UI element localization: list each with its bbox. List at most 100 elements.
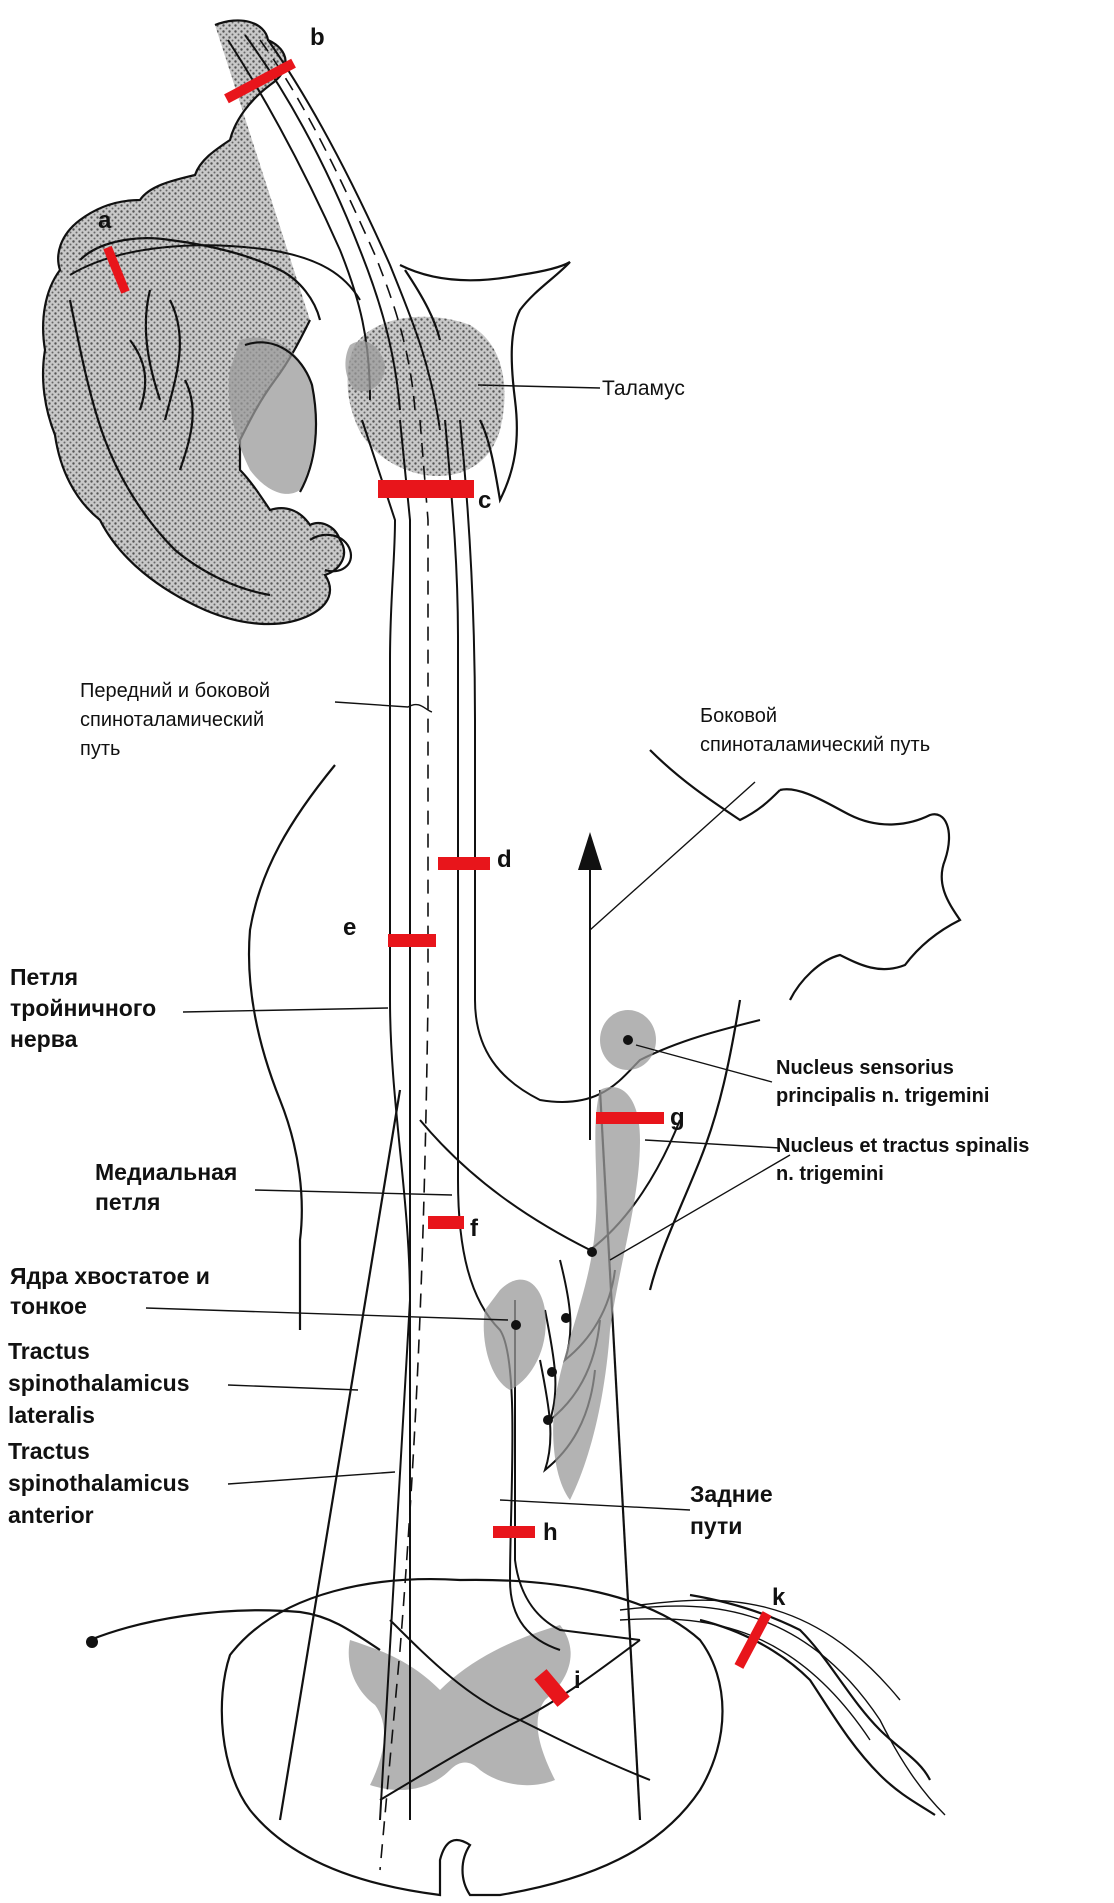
leader-gracile-nuclei bbox=[145, 1307, 509, 1321]
leader-medial-lemniscus bbox=[254, 1189, 453, 1196]
trigeminal-nerve-root bbox=[779, 788, 962, 1001]
lesion-letter-k: k bbox=[772, 1584, 786, 1611]
nucleus-tractus-spinalis bbox=[553, 1087, 640, 1500]
label-anterior-1: Tractus bbox=[8, 1438, 90, 1464]
lesion-letter-h: h bbox=[543, 1519, 558, 1546]
brainstem bbox=[247, 749, 962, 1821]
thalamocortical-tract-4 bbox=[267, 39, 441, 431]
labels: Таламус Передний и боковой спиноталамиче… bbox=[8, 377, 1029, 1539]
spinal-cord-section bbox=[86, 1578, 946, 1897]
thalamocortical-tract-3 bbox=[259, 39, 416, 411]
pons-right-outline bbox=[649, 749, 781, 822]
gracile-cuneate-nucleus bbox=[483, 1279, 546, 1390]
cerebral-hemisphere bbox=[41, 19, 353, 626]
lesions bbox=[103, 58, 772, 1707]
label-nucleus-sensorius-2: principalis n. trigemini bbox=[776, 1085, 989, 1107]
leader-spinothalamic-front bbox=[334, 701, 433, 713]
trigeminal-cell-4 bbox=[543, 1415, 553, 1425]
label-gracile-nuclei-1: Ядра хвостатое и bbox=[10, 1263, 210, 1289]
label-posterior-columns-1: Задние bbox=[690, 1481, 773, 1507]
leader-lateral-spinothalamic bbox=[589, 781, 756, 931]
nuclei bbox=[345, 341, 656, 1500]
label-spinothalamic-front-3: путь bbox=[80, 738, 120, 760]
lesion-letter-e: e bbox=[343, 914, 356, 941]
lateral-ventricle-outline bbox=[399, 261, 571, 504]
lesion-letter-g: g bbox=[670, 1104, 685, 1131]
label-trigeminal-loop-3: нерва bbox=[10, 1026, 78, 1052]
medial-lemniscus-tract bbox=[444, 419, 561, 1651]
leader-nucleus-spinalis-2 bbox=[609, 1154, 791, 1261]
medulla-right-outline bbox=[648, 999, 742, 1291]
sulcus-lines bbox=[129, 289, 194, 471]
lesion-k bbox=[734, 1611, 772, 1669]
label-trigeminal-loop-2: тройничного bbox=[10, 995, 156, 1021]
label-spinothalamic-front-1: Передний и боковой bbox=[80, 680, 270, 702]
trigeminal-cell-2 bbox=[561, 1313, 571, 1323]
lesion-d bbox=[438, 857, 490, 870]
lesion-letter-a: a bbox=[98, 207, 112, 234]
thalamocortical-tract-2 bbox=[244, 34, 401, 411]
lesion-letter-i: i bbox=[574, 1667, 581, 1694]
anterior-spinothalamic-dash bbox=[379, 419, 429, 1871]
label-lateralis-3: lateralis bbox=[8, 1402, 95, 1428]
lesion-b bbox=[224, 58, 296, 104]
inner-cortex-boundary bbox=[68, 237, 322, 597]
label-thalamus: Таламус bbox=[602, 377, 685, 400]
lesion-i bbox=[534, 1669, 570, 1707]
label-nucleus-sensorius-1: Nucleus sensorius bbox=[776, 1057, 954, 1079]
label-lateral-spinothalamic-2: спиноталамический путь bbox=[700, 734, 930, 756]
thalamus-stipple bbox=[347, 316, 505, 476]
lesion-c bbox=[378, 480, 474, 498]
leader-lateralis bbox=[227, 1384, 359, 1391]
lesion-e bbox=[388, 934, 436, 947]
lemniscus-right-branch bbox=[459, 419, 761, 1103]
lesion-letter-c: c bbox=[478, 487, 491, 514]
arrow-up-icon bbox=[578, 832, 602, 870]
lesion-letter-f: f bbox=[470, 1215, 479, 1242]
label-anterior-2: spinothalamicus bbox=[8, 1470, 189, 1496]
lesion-h bbox=[493, 1526, 535, 1538]
leader-trigeminal-loop bbox=[182, 1007, 389, 1013]
leader-nucleus-spinalis-1 bbox=[644, 1139, 781, 1149]
label-anterior-3: anterior bbox=[8, 1502, 94, 1528]
lesion-f bbox=[428, 1216, 464, 1229]
lesion-a bbox=[103, 245, 130, 294]
posterior-root-ganglion bbox=[689, 1593, 931, 1781]
pons-left-outline bbox=[247, 764, 336, 1330]
label-medial-lemniscus-2: петля bbox=[95, 1189, 160, 1215]
anterior-crossing-fibers bbox=[379, 1619, 651, 1801]
label-medial-lemniscus-1: Медиальная bbox=[95, 1159, 237, 1185]
posterior-column-tract bbox=[514, 1300, 641, 1641]
left-receptor-icon bbox=[86, 1636, 98, 1648]
peripheral-nerve-fibers bbox=[619, 1599, 946, 1816]
lesion-g bbox=[596, 1112, 664, 1124]
nucleus-sensorius-cell bbox=[623, 1035, 633, 1045]
hippocampus-curl bbox=[309, 533, 353, 573]
spinal-cord-outline bbox=[220, 1578, 724, 1897]
main-tract-left bbox=[361, 419, 412, 1821]
lentiform-outline bbox=[244, 341, 318, 493]
label-spinothalamic-front-2: спиноталамический bbox=[80, 709, 264, 731]
hemisphere-cortex bbox=[41, 19, 346, 626]
lesion-letter-d: d bbox=[497, 846, 512, 873]
label-lateralis-2: spinothalamicus bbox=[8, 1370, 189, 1396]
leader-nucleus-sensorius bbox=[635, 1044, 773, 1083]
label-trigeminal-loop-1: Петля bbox=[10, 964, 78, 990]
leader-posterior-columns bbox=[499, 1499, 691, 1511]
gracile-cell bbox=[511, 1320, 521, 1330]
ventricle-lower bbox=[404, 269, 442, 341]
trigeminal-cell-3 bbox=[547, 1367, 557, 1377]
label-posterior-columns-2: пути bbox=[690, 1513, 742, 1539]
label-lateral-spinothalamic-1: Боковой bbox=[700, 705, 777, 727]
label-lateralis-1: Tractus bbox=[8, 1338, 90, 1364]
label-nucleus-spinalis-1: Nucleus et tractus spinalis bbox=[776, 1135, 1029, 1157]
lesion-letter-b: b bbox=[310, 24, 325, 51]
gray-matter-butterfly bbox=[348, 1625, 571, 1790]
medulla-trunk-left bbox=[278, 1089, 402, 1821]
left-peripheral-fiber bbox=[89, 1609, 381, 1651]
label-gracile-nuclei-2: тонкое bbox=[10, 1293, 87, 1319]
thalamus-nucleus-left bbox=[345, 341, 385, 392]
label-nucleus-spinalis-2: n. trigemini bbox=[776, 1163, 884, 1185]
leader-lines bbox=[145, 384, 791, 1511]
leader-anterior bbox=[227, 1471, 396, 1485]
